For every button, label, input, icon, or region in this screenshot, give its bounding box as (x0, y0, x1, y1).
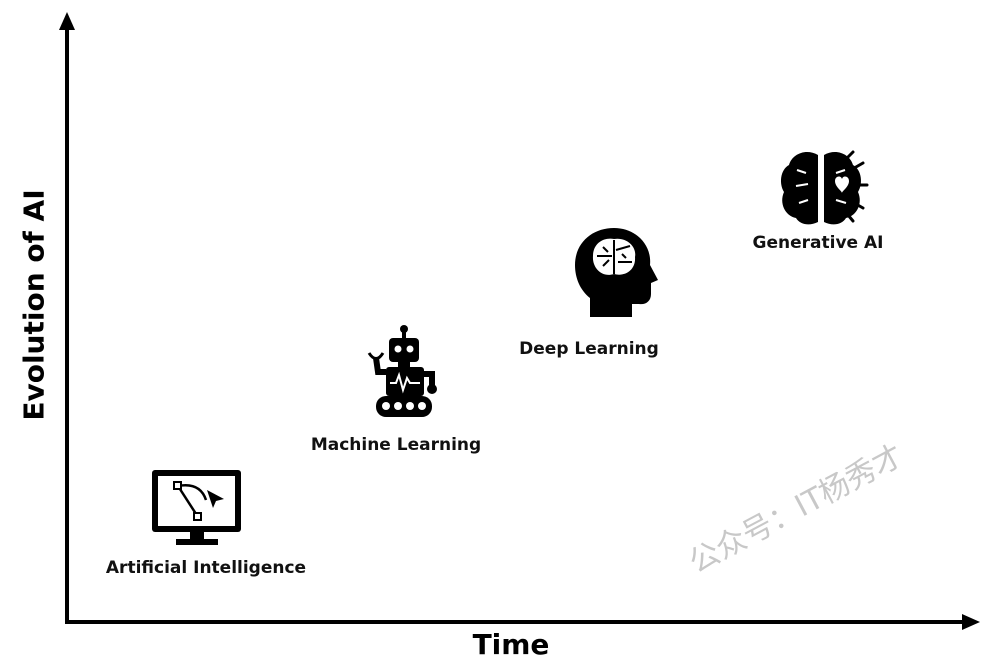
x-axis-title: Time (472, 628, 550, 661)
stage-label-deep-learning: Deep Learning (519, 339, 659, 359)
y-axis-title: Evolution of AI (17, 189, 51, 421)
y-axis (59, 12, 75, 622)
head-brain-icon (575, 228, 658, 317)
stage-label-generative-ai: Generative AI (752, 233, 884, 253)
monitor-cursor-icon (152, 470, 241, 545)
brain-heart-icon (781, 150, 869, 225)
robot-icon (367, 325, 437, 417)
stage-label-artificial-intelligence: Artificial Intelligence (105, 558, 307, 578)
stage-label-machine-learning: Machine Learning (310, 435, 482, 455)
x-axis (65, 614, 980, 630)
